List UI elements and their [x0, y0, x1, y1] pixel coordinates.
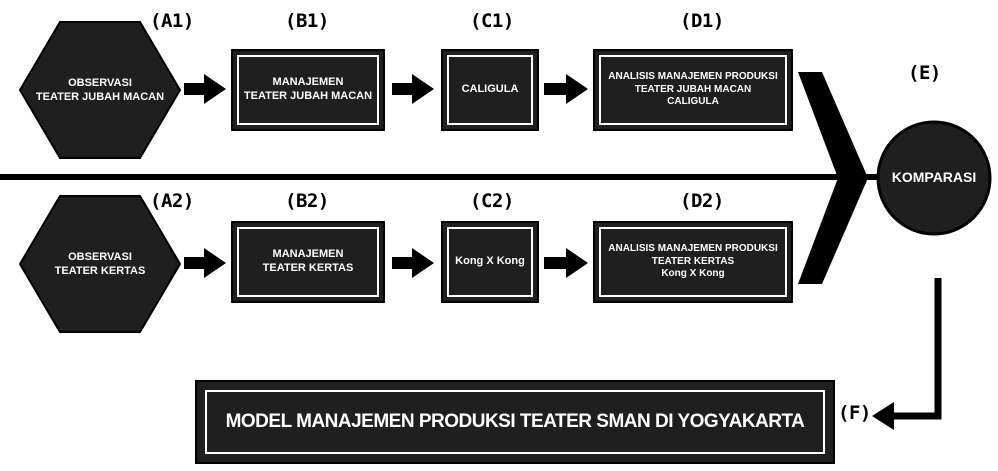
d1-line3: CALIGULA [667, 96, 719, 108]
d1-box-inner [599, 55, 787, 125]
b2-line2: TEATER KERTAS [262, 262, 354, 274]
e-text: KOMPARASI [891, 169, 977, 186]
c2-box-inner [447, 227, 533, 297]
d1-box-outer [593, 49, 793, 131]
label-d1: (D1) [680, 10, 724, 32]
c2-box-outer [441, 221, 539, 303]
label-a2: (A2) [150, 190, 194, 212]
a2-line2: TEATER KERTAS [54, 265, 146, 277]
a2-hexagon [18, 195, 182, 333]
b1-line2: TEATER JUBAH MACAN [243, 90, 373, 102]
b1-box-outer [231, 49, 385, 131]
f-box-outer [195, 380, 835, 464]
arrow-a2-b2 [184, 248, 226, 278]
d2-box-inner [599, 227, 787, 297]
merge-chevron [798, 72, 868, 284]
label-b1: (B1) [285, 10, 329, 32]
a1-line1: OBSERVASI [68, 77, 132, 90]
arrow-b2-c2 [392, 248, 434, 278]
arrow-b1-c1 [392, 74, 434, 104]
a1-hexagon [18, 21, 182, 159]
d1-line1: ANALISIS MANAJEMEN PRODUKSI [608, 71, 778, 83]
a2-line1: OBSERVASI [68, 251, 132, 264]
c1-box-inner [447, 55, 533, 125]
d2-line2: TEATER KERTAS [651, 255, 735, 267]
label-d2: (D2) [680, 190, 724, 212]
d2-line1: ANALISIS MANAJEMEN PRODUKSI [608, 243, 778, 255]
e-circle [876, 120, 992, 236]
arrow-c1-d1 [544, 74, 588, 104]
b2-box-outer [231, 221, 385, 303]
f-box-inner [205, 390, 825, 454]
label-a1: (A1) [150, 10, 194, 32]
c1-box-outer [441, 49, 539, 131]
label-c2: (C2) [470, 190, 514, 212]
d1-line2: TEATER JUBAH MACAN [634, 83, 752, 95]
c1-line1: CALIGULA [461, 83, 519, 96]
arrow-a1-b1 [184, 74, 226, 104]
c1-text: CALIGULA [450, 58, 530, 122]
c2-text: Kong X Kong [450, 230, 530, 294]
c2-line1: Kong X Kong [455, 255, 525, 268]
connector-e-f [888, 278, 942, 420]
label-b2: (B2) [285, 190, 329, 212]
a1-line2: TEATER JUBAH MACAN [35, 91, 165, 103]
d2-line3: Kong X Kong [661, 268, 725, 280]
b2-line1: MANAJEMEN [272, 248, 344, 261]
f-text: MODEL MANAJEMEN PRODUKSI TEATER SMAN DI … [225, 411, 805, 433]
b2-box-inner [237, 227, 379, 297]
b1-line1: MANAJEMEN [272, 76, 344, 89]
arrowhead-to-f [872, 402, 894, 430]
label-f: (F) [838, 402, 871, 424]
label-e: (E) [908, 62, 941, 84]
arrow-c2-d2 [544, 248, 588, 278]
d2-box-outer [593, 221, 793, 303]
label-c1: (C1) [470, 10, 514, 32]
divider-line [0, 174, 880, 180]
b1-box-inner [237, 55, 379, 125]
